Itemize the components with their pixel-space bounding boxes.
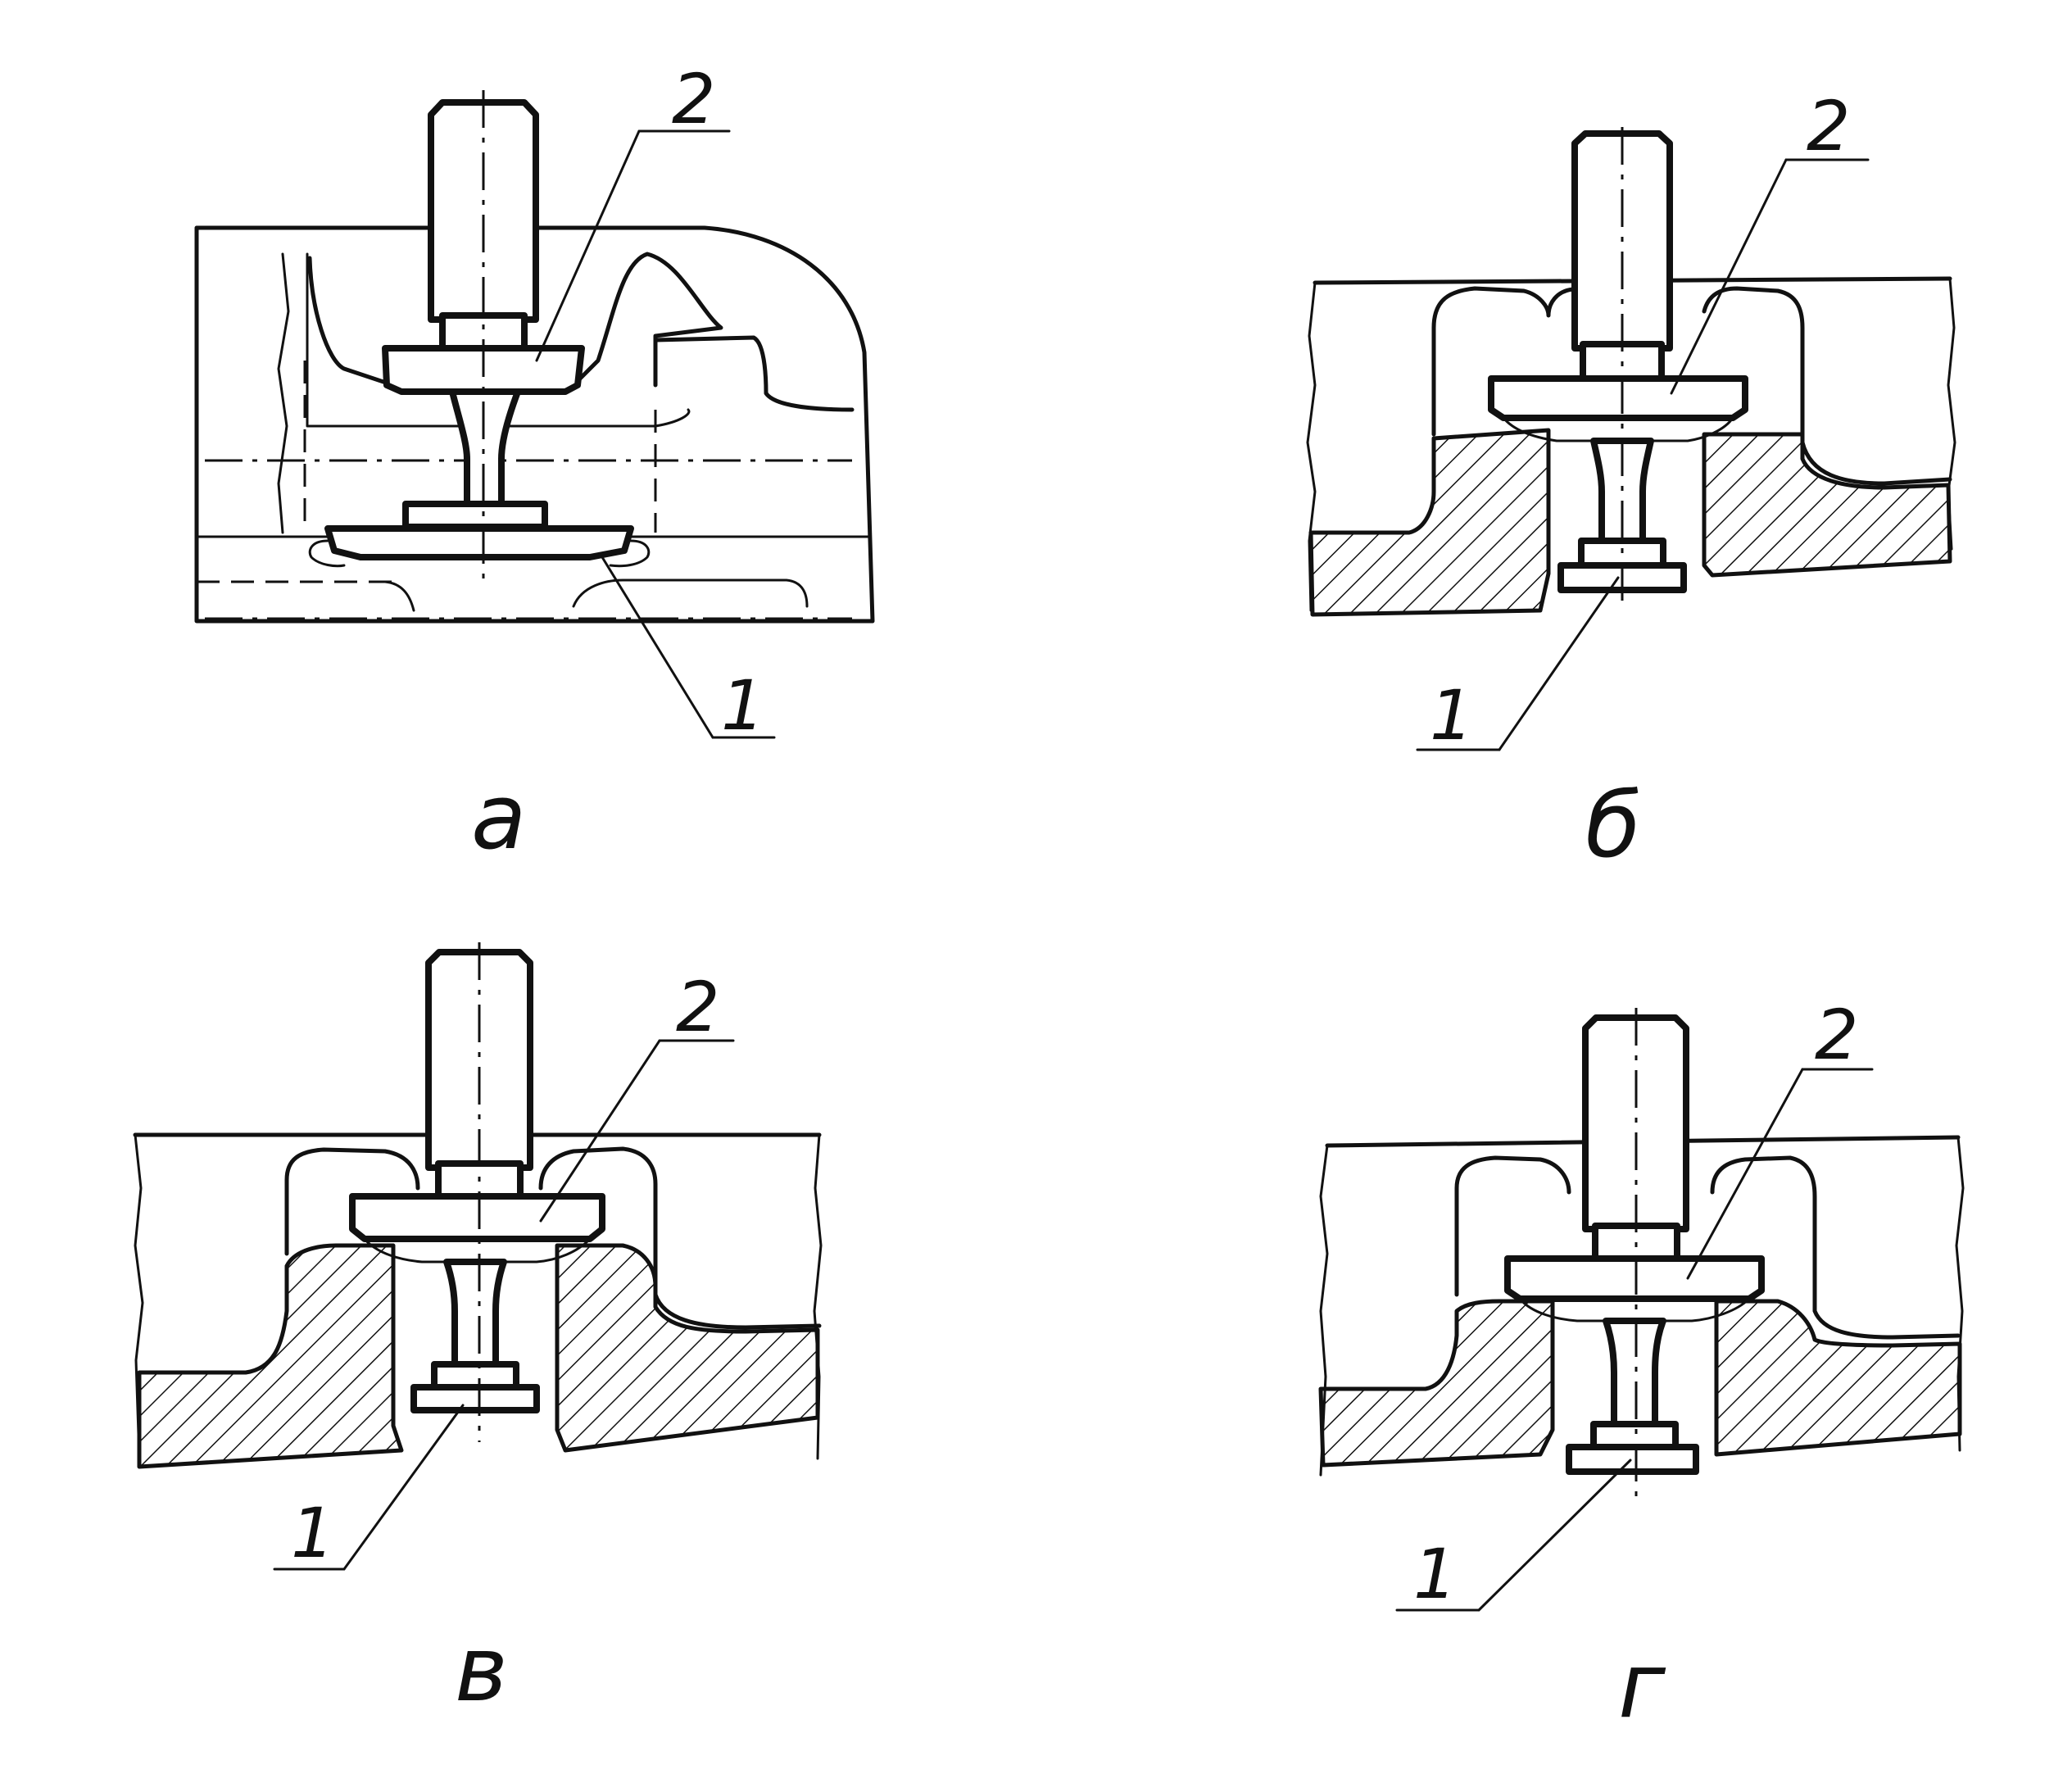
panel-caption: б bbox=[1585, 773, 1641, 878]
callout-1-label: 1 bbox=[1430, 675, 1473, 755]
callout-1-label: 1 bbox=[291, 1493, 334, 1573]
callout-2-label: 2 bbox=[1815, 995, 1858, 1075]
callout-2-label: 2 bbox=[1807, 86, 1850, 166]
callout-2-label: 2 bbox=[672, 59, 715, 139]
panel-b: 2 1 б bbox=[1306, 86, 1956, 878]
callout-1-label: 1 bbox=[1413, 1534, 1457, 1614]
panel-caption: а bbox=[471, 764, 526, 869]
panel-caption: в bbox=[455, 1617, 508, 1722]
panel-g: 2 1 г bbox=[1318, 995, 1965, 1738]
panel-v: 2 1 в bbox=[133, 942, 823, 1722]
callout-1-label: 1 bbox=[721, 665, 764, 746]
callout-2-label: 2 bbox=[676, 967, 719, 1047]
panel-caption: г bbox=[1618, 1633, 1666, 1738]
panel-a: 2 1 а bbox=[194, 59, 875, 869]
